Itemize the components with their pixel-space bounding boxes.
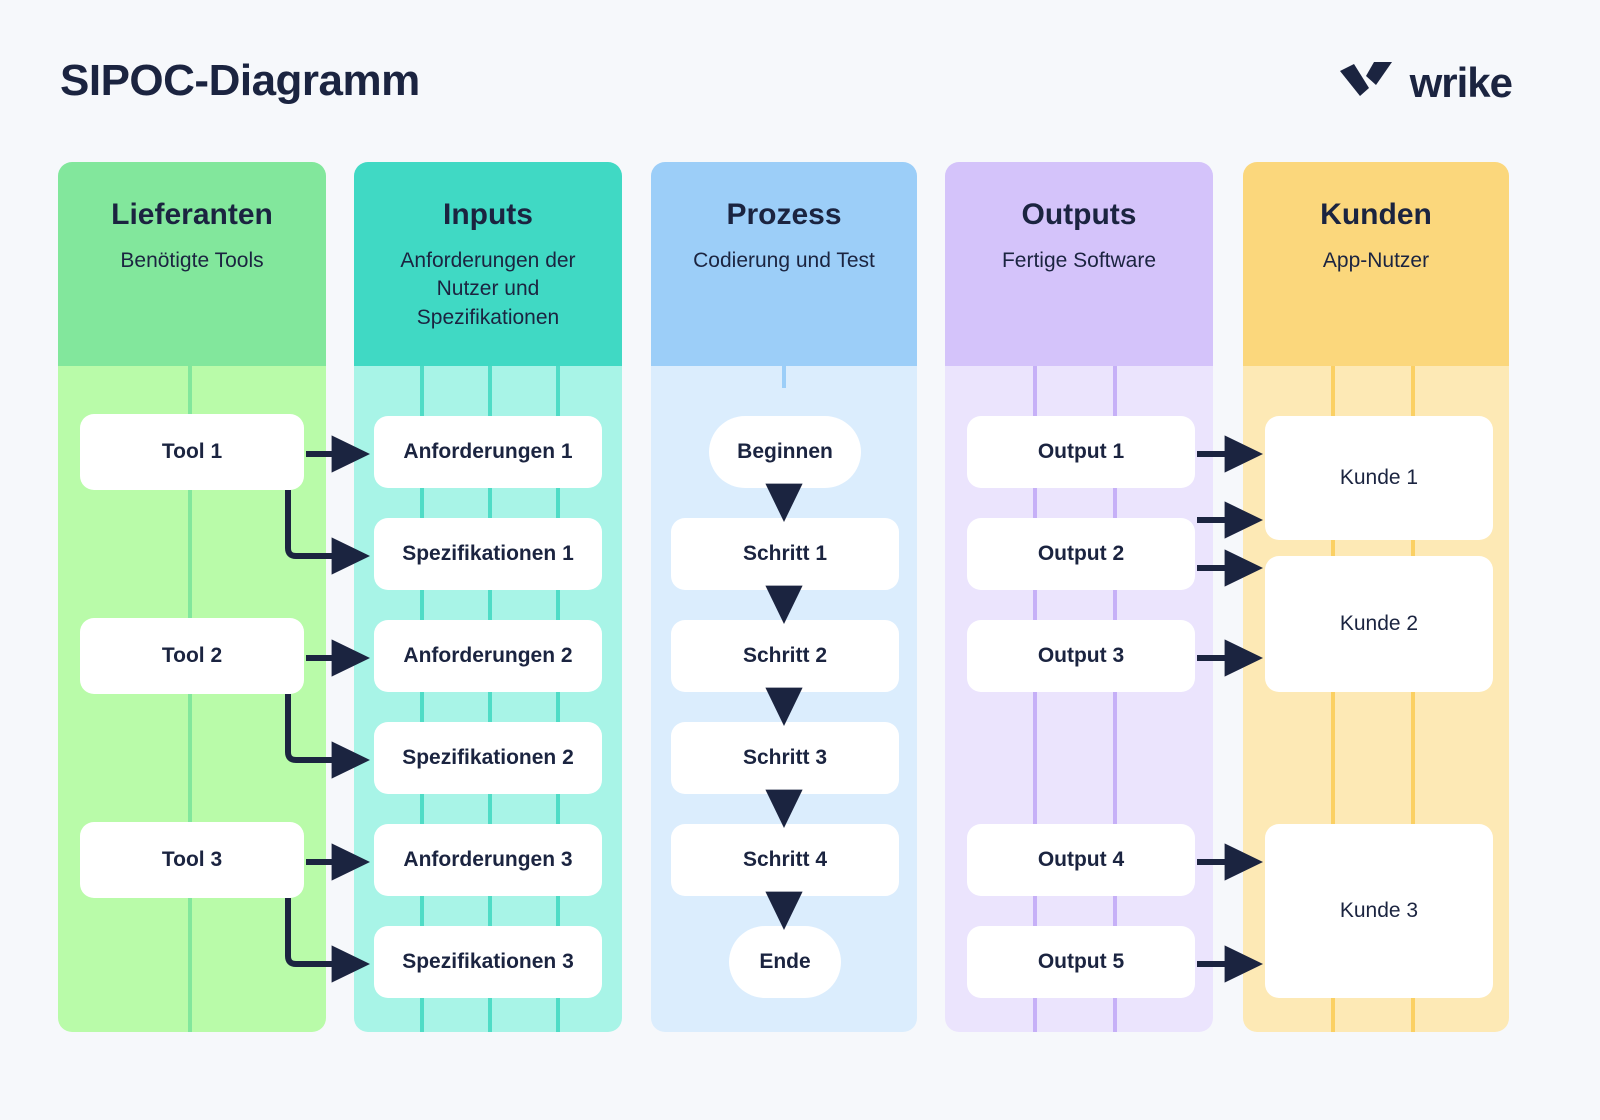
node-tool-1[interactable]: Tool 1 bbox=[80, 414, 304, 490]
brand-logo: wrike bbox=[1338, 58, 1513, 107]
page-header: SIPOC-Diagramm wrike bbox=[0, 0, 1600, 150]
node-kunde-1[interactable]: Kunde 1 bbox=[1265, 416, 1493, 540]
column-inputs-subtitle: Anforderungen der Nutzer und Spezifikati… bbox=[400, 249, 576, 329]
column-customers: Kunden App-Nutzer Kunde 1 Kunde 2 Kunde … bbox=[1243, 162, 1509, 1032]
node-anforderungen-1[interactable]: Anforderungen 1 bbox=[374, 416, 602, 488]
node-beginnen[interactable]: Beginnen bbox=[709, 416, 861, 488]
column-outputs-title: Outputs bbox=[1021, 198, 1137, 231]
node-output-2[interactable]: Output 2 bbox=[967, 518, 1195, 590]
column-outputs-header: Outputs Fertige Software bbox=[945, 162, 1213, 366]
node-schritt-1[interactable]: Schritt 1 bbox=[671, 518, 899, 590]
column-process: Prozess Codierung und Test Beginnen Schr… bbox=[651, 162, 917, 1032]
column-process-subtitle: Codierung und Test bbox=[693, 249, 875, 272]
column-divider bbox=[1411, 366, 1415, 1032]
column-customers-title: Kunden bbox=[1320, 198, 1432, 231]
column-suppliers-title: Lieferanten bbox=[111, 198, 273, 231]
column-suppliers: Lieferanten Benötigte Tools Tool 1 Tool … bbox=[58, 162, 326, 1032]
column-divider bbox=[420, 366, 424, 1032]
column-inputs-header: Inputs Anforderungen der Nutzer und Spez… bbox=[354, 162, 622, 366]
node-output-5[interactable]: Output 5 bbox=[967, 926, 1195, 998]
node-tool-2[interactable]: Tool 2 bbox=[80, 618, 304, 694]
column-divider bbox=[488, 366, 492, 1032]
column-customers-header: Kunden App-Nutzer bbox=[1243, 162, 1509, 366]
node-anforderungen-3[interactable]: Anforderungen 3 bbox=[374, 824, 602, 896]
column-inputs-title: Inputs bbox=[443, 198, 533, 231]
column-divider bbox=[556, 366, 560, 1032]
brand-wordmark: wrike bbox=[1409, 58, 1513, 106]
node-ende[interactable]: Ende bbox=[729, 926, 841, 998]
column-process-title: Prozess bbox=[726, 198, 842, 231]
node-output-4[interactable]: Output 4 bbox=[967, 824, 1195, 896]
node-tool-3[interactable]: Tool 3 bbox=[80, 822, 304, 898]
column-divider bbox=[1033, 366, 1037, 1032]
column-inputs: Inputs Anforderungen der Nutzer und Spez… bbox=[354, 162, 622, 1032]
column-outputs-subtitle: Fertige Software bbox=[1001, 249, 1157, 272]
node-spezifikationen-3[interactable]: Spezifikationen 3 bbox=[374, 926, 602, 998]
node-kunde-2[interactable]: Kunde 2 bbox=[1265, 556, 1493, 692]
column-suppliers-subtitle: Benötigte Tools bbox=[120, 249, 264, 272]
column-divider bbox=[1331, 366, 1335, 1032]
node-spezifikationen-2[interactable]: Spezifikationen 2 bbox=[374, 722, 602, 794]
column-divider bbox=[782, 366, 786, 388]
node-output-3[interactable]: Output 3 bbox=[967, 620, 1195, 692]
wrike-checkmark-icon bbox=[1338, 58, 1396, 107]
sipoc-board: Lieferanten Benötigte Tools Tool 1 Tool … bbox=[0, 162, 1600, 1032]
column-divider bbox=[188, 366, 192, 1032]
column-outputs: Outputs Fertige Software Output 1 Output… bbox=[945, 162, 1213, 1032]
column-customers-subtitle: App-Nutzer bbox=[1322, 249, 1430, 272]
column-process-header: Prozess Codierung und Test bbox=[651, 162, 917, 366]
column-suppliers-header: Lieferanten Benötigte Tools bbox=[58, 162, 326, 366]
node-schritt-2[interactable]: Schritt 2 bbox=[671, 620, 899, 692]
column-divider bbox=[1113, 366, 1117, 1032]
node-schritt-3[interactable]: Schritt 3 bbox=[671, 722, 899, 794]
node-output-1[interactable]: Output 1 bbox=[967, 416, 1195, 488]
page-title: SIPOC-Diagramm bbox=[60, 56, 420, 105]
node-anforderungen-2[interactable]: Anforderungen 2 bbox=[374, 620, 602, 692]
node-spezifikationen-1[interactable]: Spezifikationen 1 bbox=[374, 518, 602, 590]
node-schritt-4[interactable]: Schritt 4 bbox=[671, 824, 899, 896]
node-kunde-3[interactable]: Kunde 3 bbox=[1265, 824, 1493, 998]
